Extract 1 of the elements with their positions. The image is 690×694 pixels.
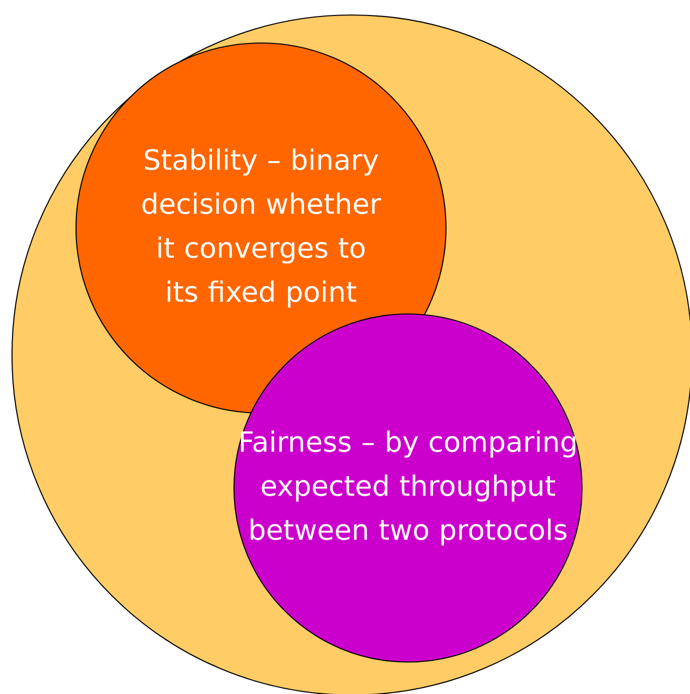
circle-node: Fairness – by comparing expected throughput between two protocols (233, 313, 583, 663)
